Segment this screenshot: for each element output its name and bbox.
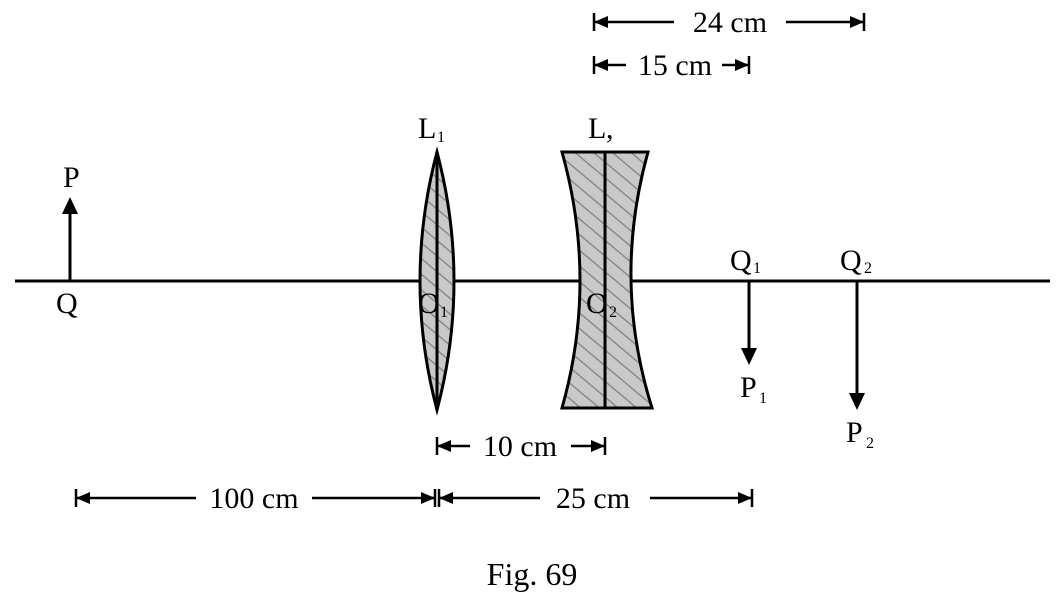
concave-lens bbox=[560, 150, 655, 410]
image2-base-label: Q bbox=[840, 244, 862, 277]
center1-label: O bbox=[418, 287, 440, 320]
dim-10-label: 10 cm bbox=[483, 430, 557, 463]
object-base-label: Q bbox=[56, 287, 78, 320]
dim-24-label: 24 cm bbox=[693, 6, 767, 39]
dimension-15cm bbox=[592, 56, 751, 74]
image2-arrow bbox=[849, 281, 865, 410]
object-top-label: P bbox=[63, 161, 80, 194]
dimension-24cm bbox=[592, 13, 866, 31]
dim-100-label: 100 cm bbox=[209, 482, 298, 515]
center2-subscript: 2 bbox=[609, 304, 617, 321]
dimension-10cm bbox=[435, 437, 607, 455]
center1-subscript: 1 bbox=[440, 304, 448, 321]
center2-label: O bbox=[586, 287, 608, 320]
convex-lens bbox=[418, 146, 456, 416]
dim-15-label: 15 cm bbox=[638, 49, 712, 82]
image1-tip-label: P bbox=[740, 371, 757, 404]
lens2-subscript: , bbox=[606, 112, 614, 145]
lens1-subscript: 1 bbox=[437, 129, 445, 146]
dim-25-label: 25 cm bbox=[556, 482, 630, 515]
image2-base-subscript: 2 bbox=[864, 260, 872, 277]
image1-arrow bbox=[741, 281, 757, 365]
figure-caption: Fig. 69 bbox=[487, 556, 578, 592]
image1-tip-subscript: 1 bbox=[759, 390, 767, 407]
lens2-label: L bbox=[588, 112, 606, 145]
image1-base-label: Q bbox=[730, 244, 752, 277]
dimension-100cm bbox=[74, 489, 437, 507]
image2-tip-subscript: 2 bbox=[866, 435, 874, 452]
lens1-label: L bbox=[418, 112, 436, 145]
image1-base-subscript: 1 bbox=[753, 260, 761, 277]
object-arrow bbox=[62, 197, 78, 281]
dimension-25cm bbox=[437, 489, 754, 507]
image2-tip-label: P bbox=[846, 416, 863, 449]
